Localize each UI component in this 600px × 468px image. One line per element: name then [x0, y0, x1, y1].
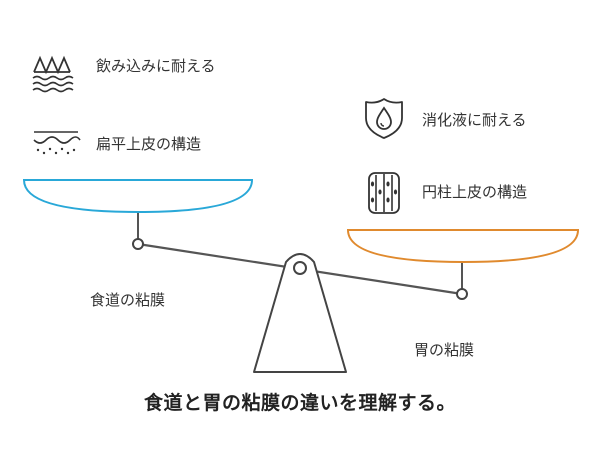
right-pan [346, 229, 580, 264]
right-feature-1-label: 消化液に耐える [422, 111, 527, 129]
right-organ-label: 胃の粘膜 [414, 341, 475, 359]
right-feature-2-label: 円柱上皮の構造 [422, 183, 528, 201]
diagram-title: 食道と胃の粘膜の違いを理解する。 [143, 392, 456, 414]
left-feature-1-label: 飲み込みに耐える [96, 57, 216, 75]
fulcrum [253, 253, 347, 373]
left-feature-2-label: 扁平上皮の構造 [96, 135, 202, 153]
squamous-layer-icon [33, 131, 81, 155]
right-joint [456, 288, 468, 300]
columnar-cells-icon [368, 172, 400, 214]
fulcrum-pivot [293, 261, 307, 275]
left-joint [132, 238, 144, 250]
left-pan [22, 179, 254, 214]
swallow-waves-icon [32, 55, 74, 93]
left-organ-label: 食道の粘膜 [90, 291, 166, 309]
droplet-shield-icon [365, 98, 403, 139]
